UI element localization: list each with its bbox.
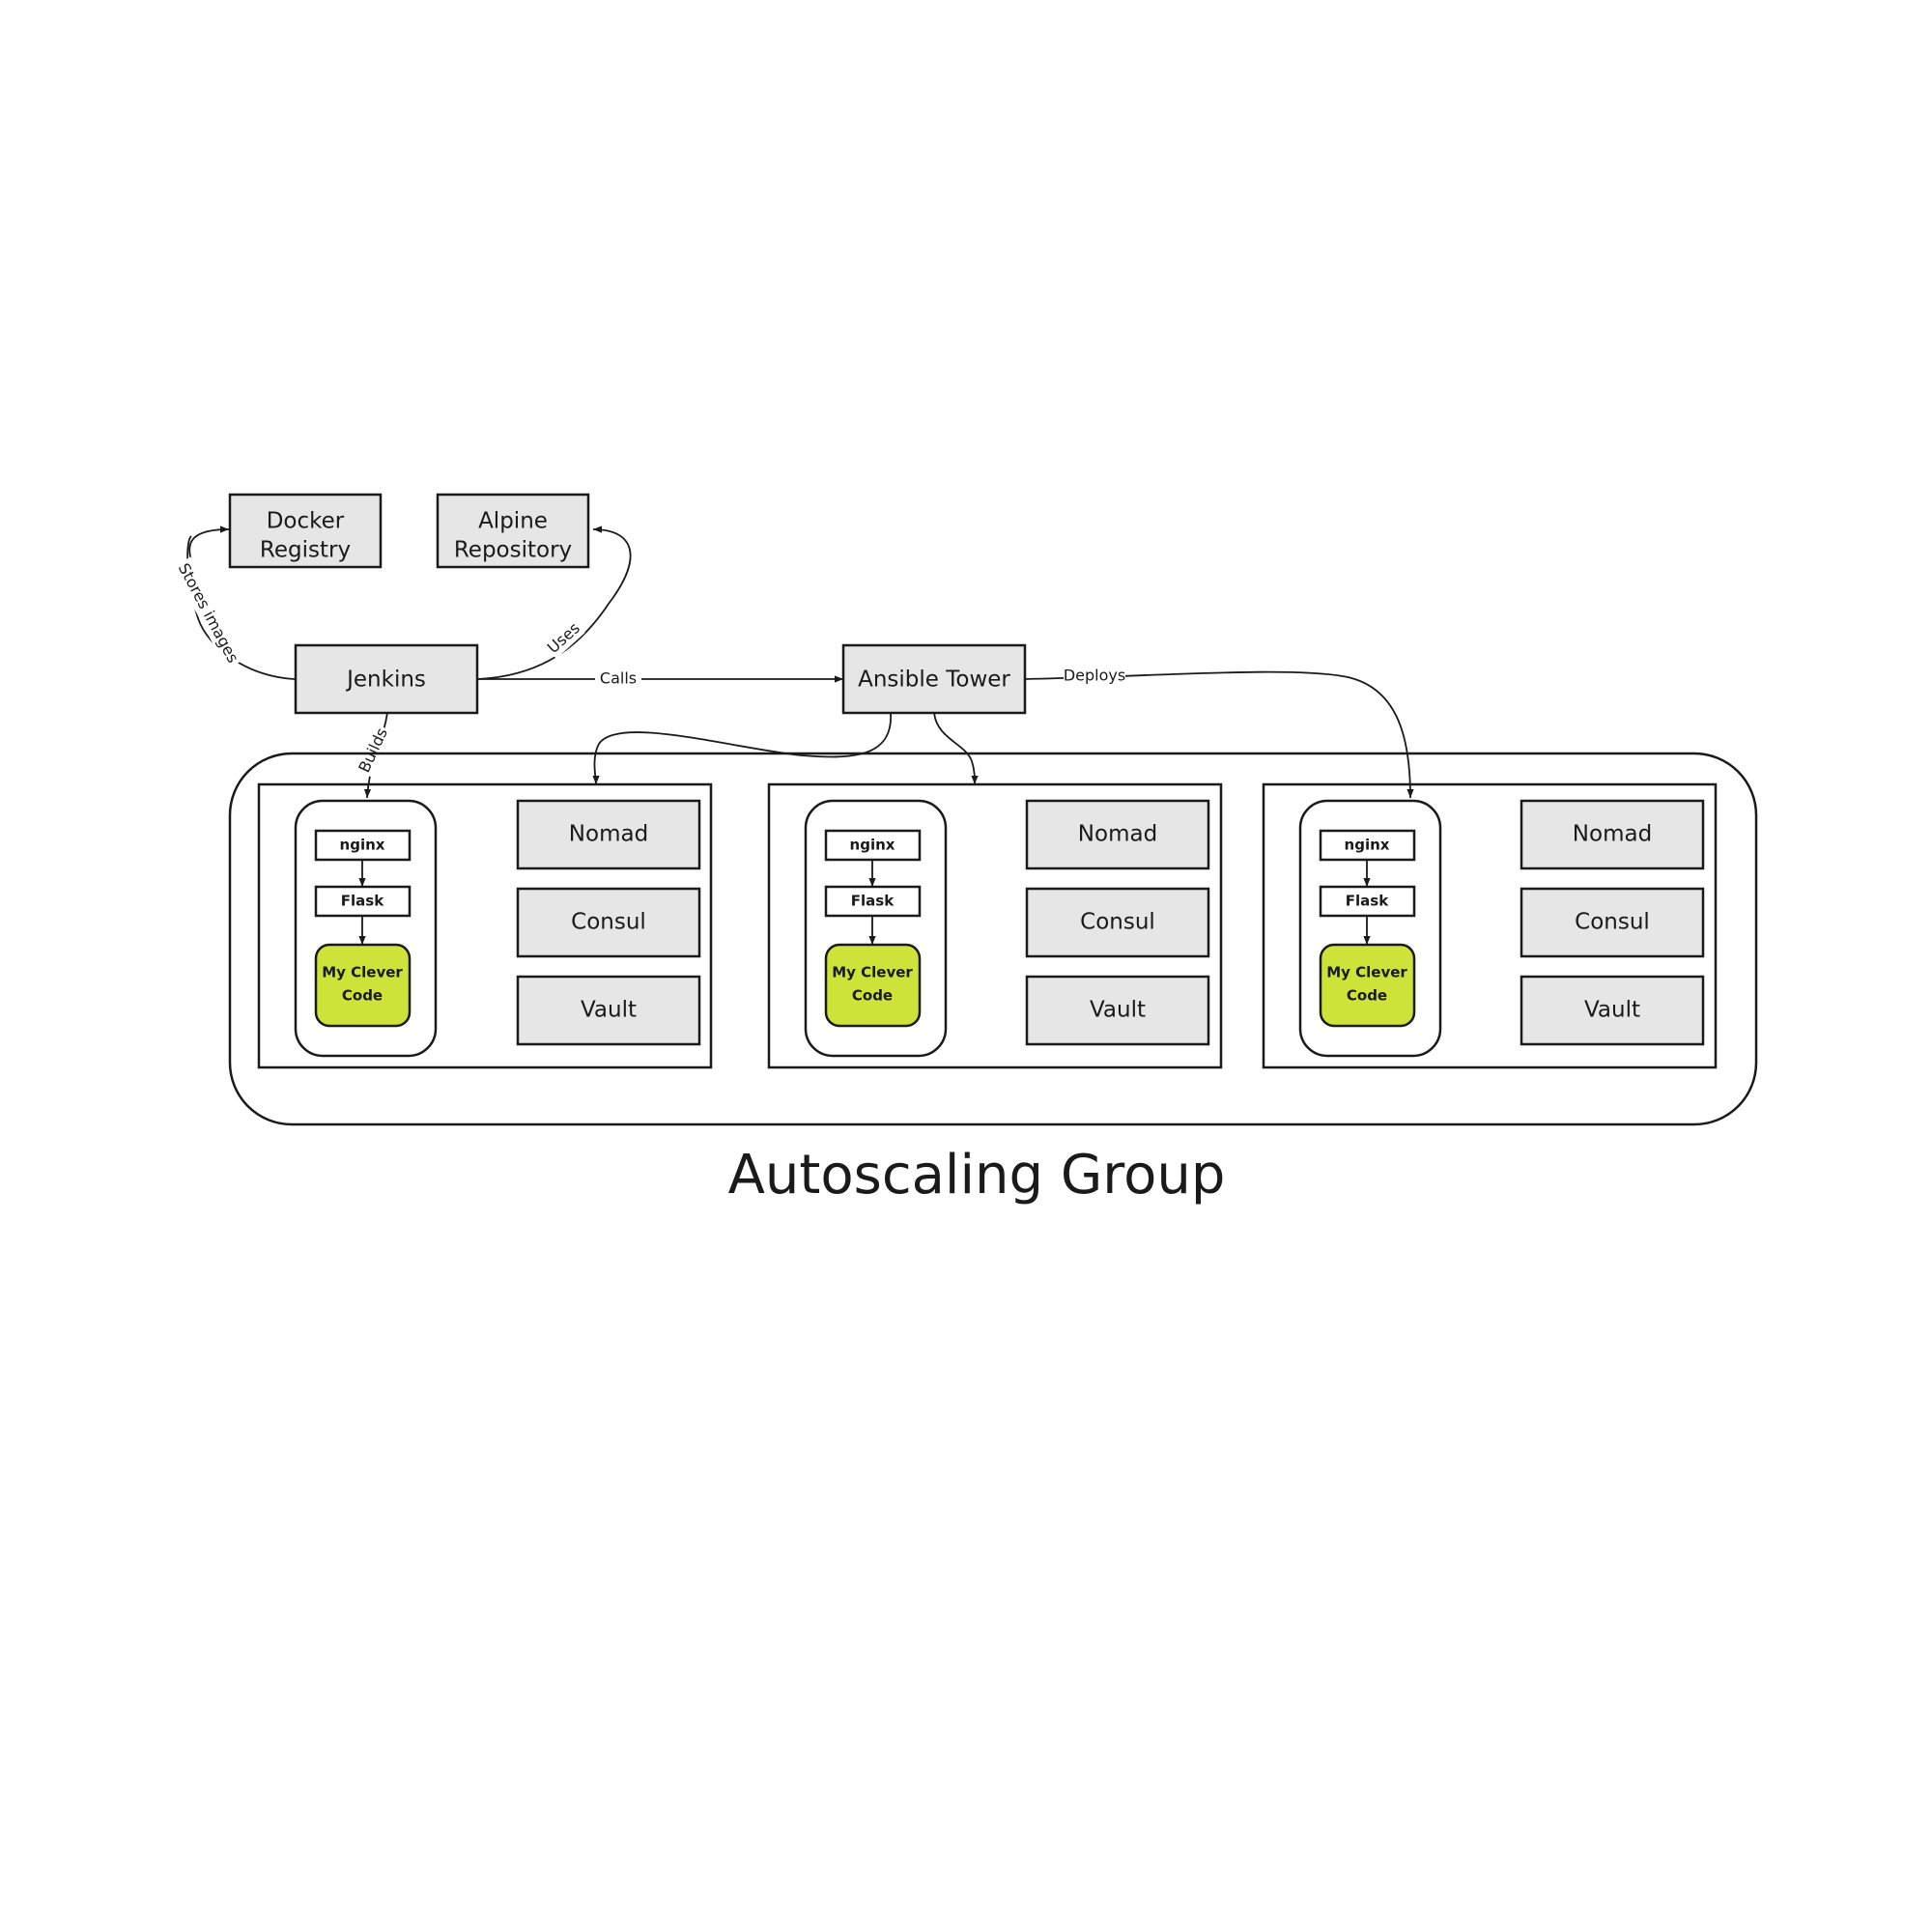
- my-clever-code-label-1: My Clever: [832, 964, 913, 981]
- edge-label-stores-images: Stores images: [172, 556, 245, 669]
- consul-label: Consul: [1080, 910, 1155, 935]
- svg-text:Ansible Tower: Ansible Tower: [858, 668, 1010, 693]
- ansible-tower-node: Ansible Tower: [841, 643, 1027, 715]
- nomad-label: Nomad: [1573, 822, 1652, 847]
- svg-text:Jenkins: Jenkins: [345, 668, 426, 693]
- edge-label-calls: Calls: [595, 668, 641, 689]
- nomad-label: Nomad: [1078, 822, 1157, 847]
- my-clever-code-label-1: My Clever: [1326, 964, 1407, 981]
- edge-ansible-to-instance2: [933, 712, 979, 785]
- nginx-box: [1319, 829, 1416, 862]
- my-clever-code-box: [314, 943, 412, 1028]
- instance-1: nginx Flask My Clever Code Nomad Consul …: [257, 782, 713, 1069]
- edge-uses: [476, 526, 632, 680]
- svg-text:Stores images: Stores images: [175, 560, 242, 666]
- vault-box: [1025, 975, 1210, 1046]
- flask-box: [1319, 885, 1416, 918]
- nomad-label: Nomad: [569, 822, 648, 847]
- my-clever-code-box: [1319, 943, 1416, 1028]
- my-clever-code-label-2: Code: [852, 987, 893, 1005]
- svg-text:Deploys: Deploys: [1064, 667, 1125, 685]
- nomad-box: [1025, 799, 1210, 870]
- instance-2: nginx Flask My Clever Code Nomad Consul …: [767, 782, 1223, 1069]
- vault-label: Vault: [581, 998, 637, 1023]
- vault-label: Vault: [1584, 998, 1640, 1023]
- my-clever-code-label-1: My Clever: [322, 964, 403, 981]
- nginx-label: nginx: [340, 837, 385, 854]
- my-clever-code-label-2: Code: [342, 987, 383, 1005]
- svg-text:Repository: Repository: [454, 538, 572, 563]
- svg-text:Builds: Builds: [355, 725, 391, 776]
- vault-box: [516, 975, 701, 1046]
- svg-text:Alpine: Alpine: [478, 509, 548, 534]
- vault-label: Vault: [1090, 998, 1146, 1023]
- svg-text:Calls: Calls: [600, 669, 637, 688]
- nomad-box: [1520, 799, 1705, 870]
- autoscaling-group-container: [228, 752, 1758, 1126]
- edge-label-builds: Builds: [353, 723, 394, 778]
- flask-label: Flask: [1346, 893, 1389, 910]
- consul-box: [1520, 887, 1705, 958]
- nginx-box: [314, 829, 412, 862]
- edge-label-deploys: Deploys: [1064, 665, 1125, 686]
- nginx-label: nginx: [1345, 837, 1390, 854]
- svg-text:Registry: Registry: [260, 538, 351, 563]
- alpine-repository-node: Alpine Repository: [436, 493, 590, 569]
- autoscaling-group-title: Autoscaling Group: [728, 1144, 1226, 1207]
- jenkins-node: Jenkins: [294, 643, 479, 715]
- instance-3: nginx Flask My Clever Code Nomad Consul …: [1262, 782, 1718, 1069]
- my-clever-code-label-2: Code: [1347, 987, 1387, 1005]
- consul-box: [1025, 887, 1210, 958]
- vault-box: [1520, 975, 1705, 1046]
- my-clever-code-box: [824, 943, 922, 1028]
- flask-label: Flask: [341, 893, 384, 910]
- edge-stores-images-top: [188, 526, 230, 561]
- edge-stores-images: [186, 535, 296, 680]
- flask-label: Flask: [851, 893, 895, 910]
- nginx-label: nginx: [850, 837, 895, 854]
- docker-registry-node: Docker Registry: [228, 493, 383, 569]
- svg-text:Docker: Docker: [267, 509, 345, 534]
- consul-label: Consul: [1575, 910, 1650, 935]
- consul-label: Consul: [571, 910, 646, 935]
- nomad-box: [516, 799, 701, 870]
- nginx-box: [824, 829, 922, 862]
- edge-ansible-to-instance1: [592, 712, 892, 785]
- edge-deploys: [1024, 670, 1414, 799]
- flask-box: [824, 885, 922, 918]
- consul-box: [516, 887, 701, 958]
